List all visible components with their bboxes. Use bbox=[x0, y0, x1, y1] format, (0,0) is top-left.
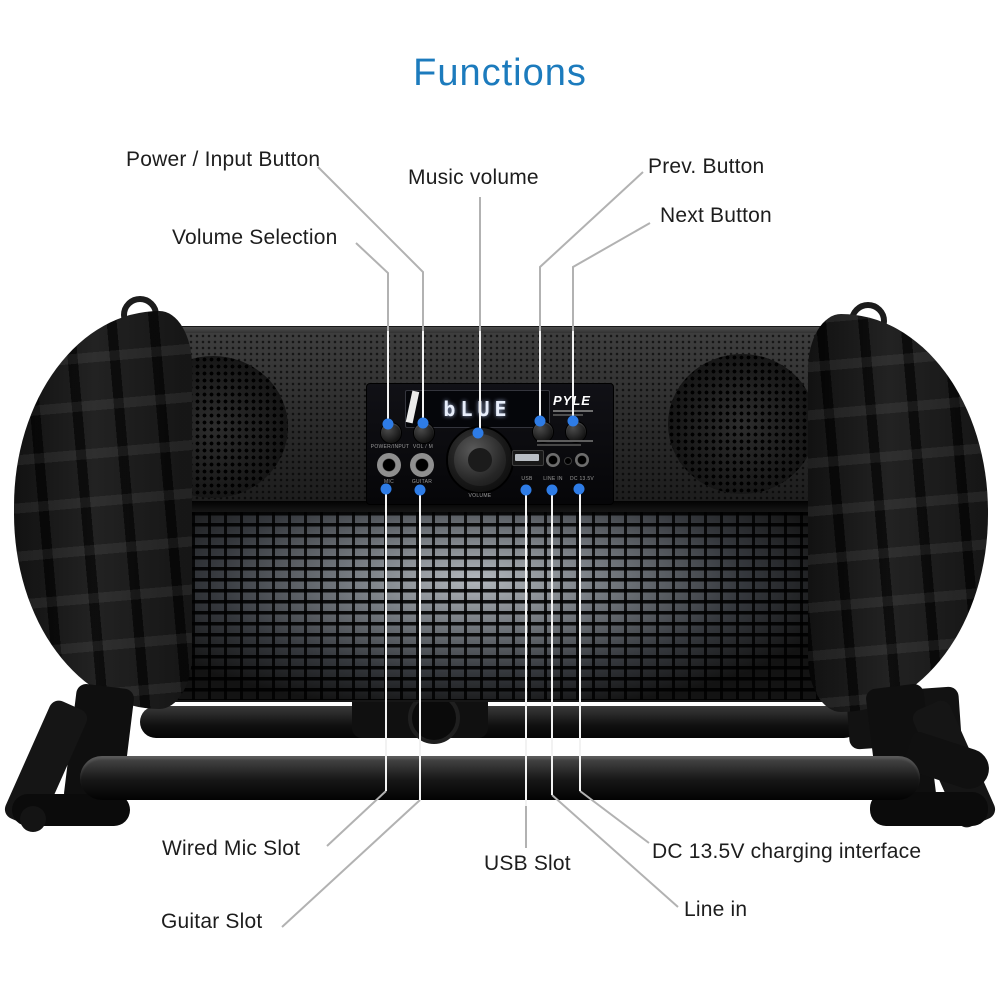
vol-button-label: VOL / M bbox=[412, 444, 434, 450]
callout-line-next-upper bbox=[572, 222, 651, 331]
callout-line-volume-selection-upper bbox=[355, 242, 389, 331]
panel-note-bar bbox=[537, 440, 593, 442]
line-in-jack bbox=[546, 453, 560, 467]
stand-rear-bar bbox=[140, 706, 860, 738]
volume-knob-label: VOLUME bbox=[468, 493, 492, 499]
brand-subtext-bar bbox=[553, 410, 593, 412]
mic-jack bbox=[377, 453, 401, 477]
callout-line-prev-upper bbox=[539, 171, 644, 331]
usb-port-inner bbox=[515, 454, 539, 461]
brand-logo: PYLE bbox=[553, 393, 591, 408]
usb-port-label: USB bbox=[521, 476, 533, 482]
page-title: Functions bbox=[413, 52, 587, 94]
panel-note-bar2 bbox=[537, 444, 581, 446]
line-in-label: LINE IN bbox=[543, 476, 563, 482]
volume-knob-cap bbox=[468, 448, 492, 472]
guitar-jack bbox=[410, 453, 434, 477]
callout-label-volume-selection: Volume Selection bbox=[172, 226, 338, 249]
callout-label-dc-charging: DC 13.5V charging interface bbox=[652, 840, 922, 863]
brand-model-bar bbox=[553, 414, 583, 416]
dc-jack bbox=[575, 453, 589, 467]
reset-hole bbox=[564, 457, 572, 465]
mic-jack-label: MIC bbox=[383, 479, 395, 485]
callout-label-usb: USB Slot bbox=[484, 852, 571, 875]
callout-label-power-input: Power / Input Button bbox=[126, 148, 321, 171]
volume-selection-button bbox=[413, 422, 435, 444]
right-speaker-grille bbox=[668, 354, 816, 494]
lower-mesh-grille bbox=[112, 512, 888, 700]
callout-line-guitar-lower bbox=[281, 799, 421, 928]
right-end-cap bbox=[808, 314, 988, 712]
callout-label-prev-button: Prev. Button bbox=[648, 155, 765, 178]
callout-label-wired-mic: Wired Mic Slot bbox=[162, 837, 301, 860]
callout-label-guitar: Guitar Slot bbox=[161, 910, 263, 933]
guitar-jack-label: GUITAR bbox=[411, 479, 433, 485]
dc-jack-label: DC 13.5V bbox=[569, 476, 595, 482]
left-end-cap bbox=[14, 311, 192, 709]
control-panel: bLUE PYLE POWER/INPUT VOL / M VOLUME MIC… bbox=[366, 383, 614, 505]
left-stand-wheel bbox=[20, 806, 46, 832]
callout-label-next-button: Next Button bbox=[660, 204, 772, 227]
speaker-top-bevel bbox=[104, 327, 896, 335]
band-divider bbox=[104, 501, 896, 512]
callout-label-music-volume: Music volume bbox=[408, 166, 539, 189]
power-button-label: POWER/INPUT bbox=[370, 444, 410, 450]
stand-front-bar bbox=[80, 756, 920, 800]
callout-label-line-in: Line in bbox=[684, 898, 748, 921]
power-input-button bbox=[380, 422, 402, 444]
led-display: bLUE bbox=[405, 390, 550, 428]
